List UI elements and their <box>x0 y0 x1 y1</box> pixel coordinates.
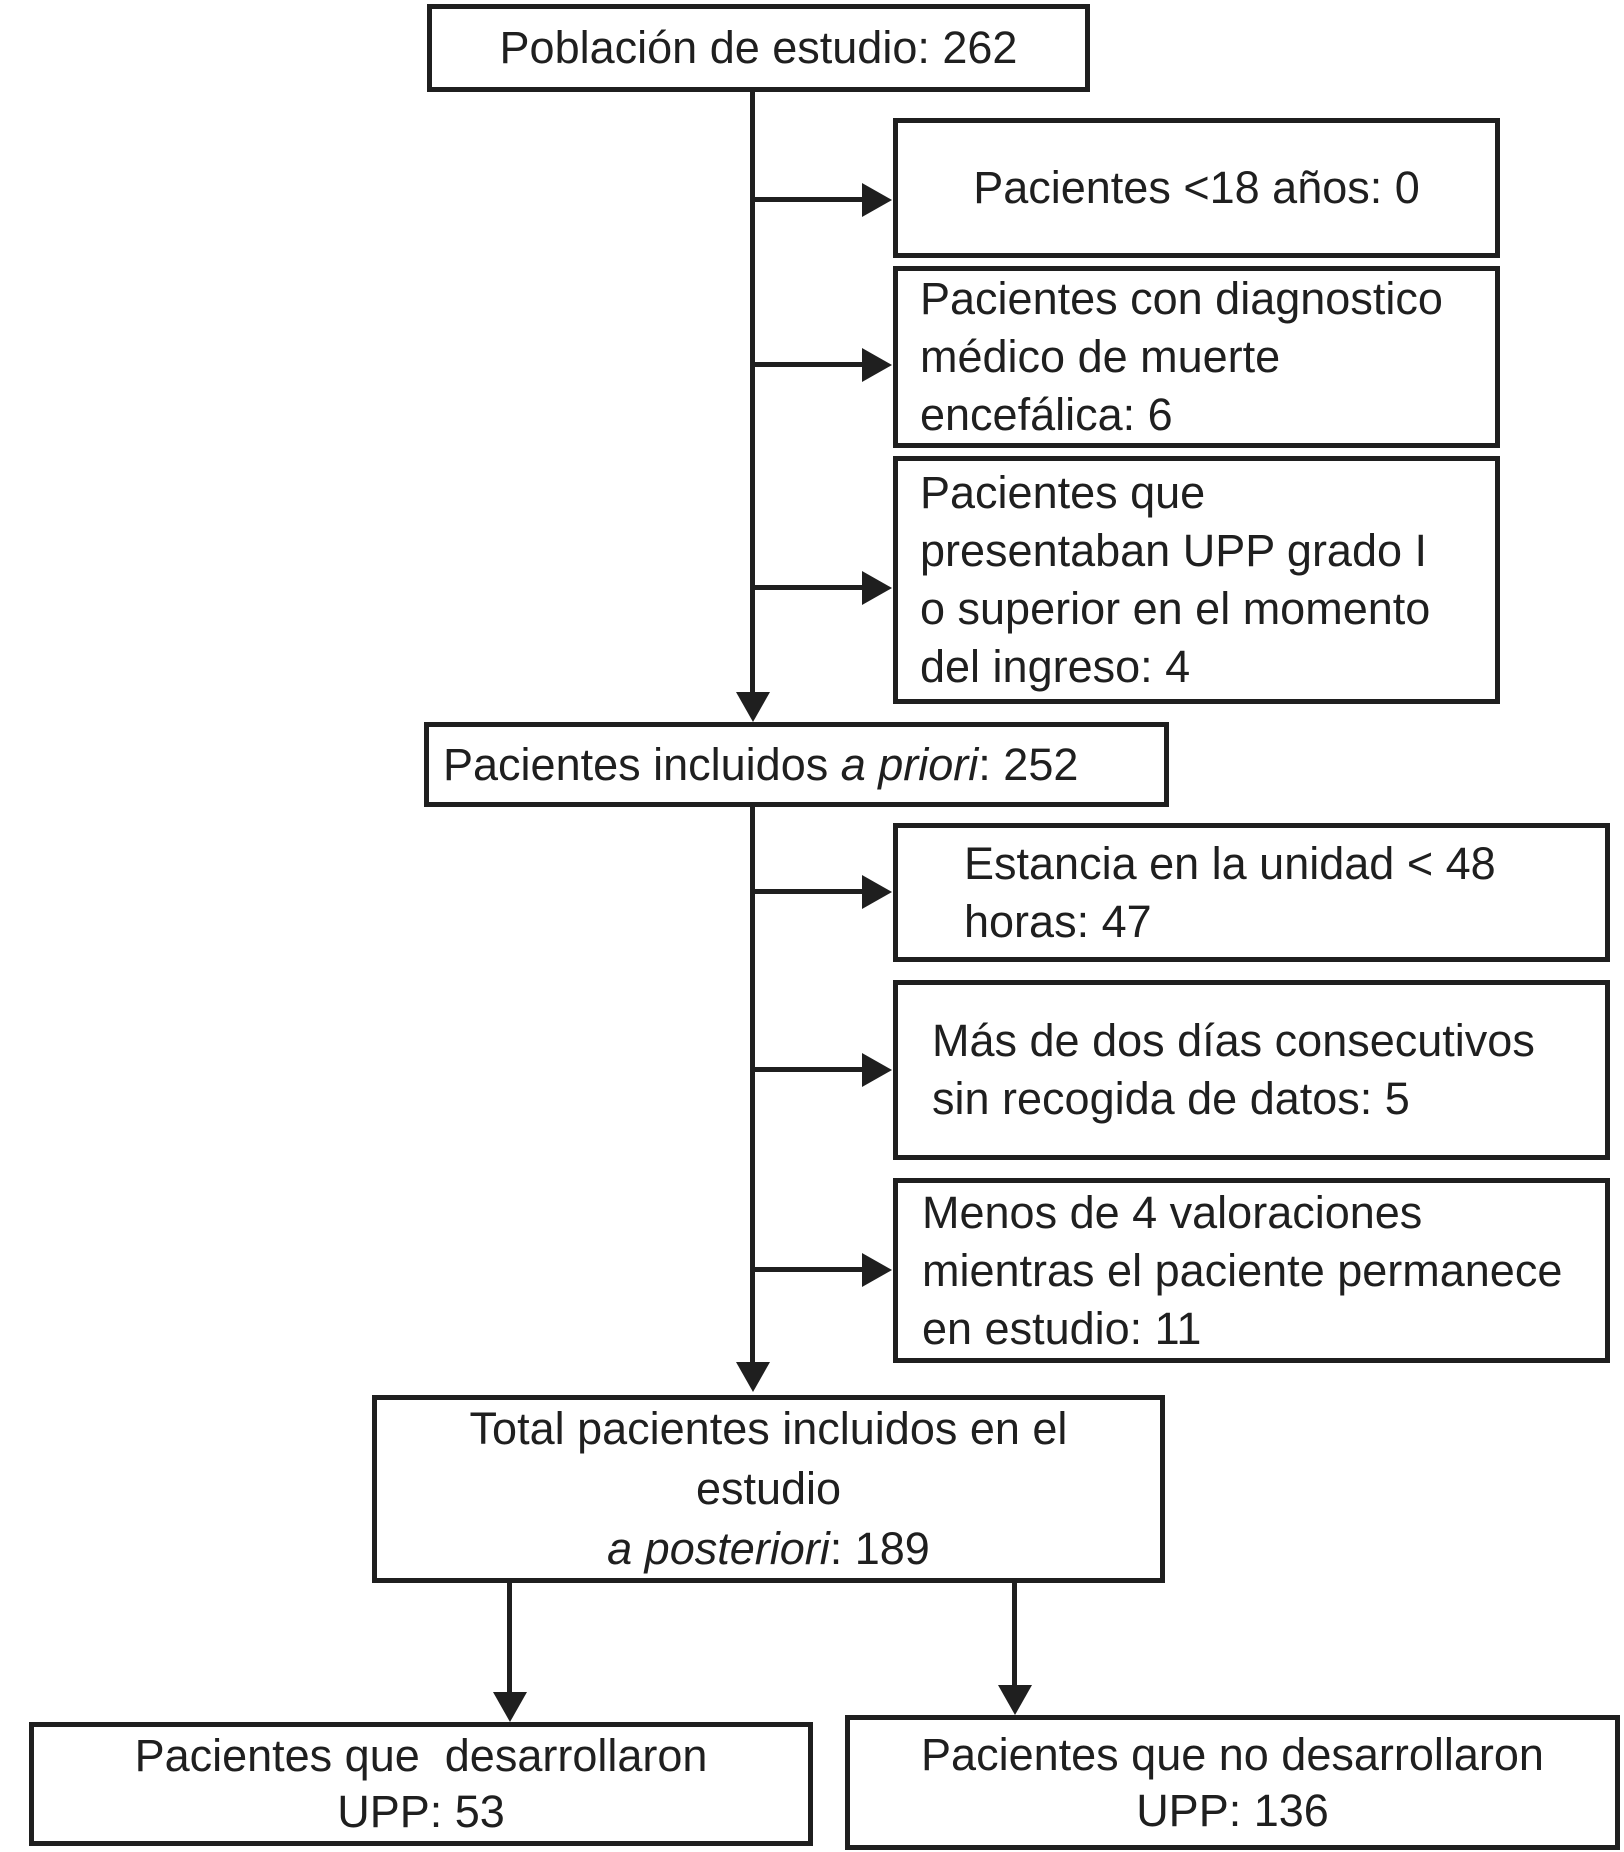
flow-box-poblacion: Población de estudio: 262 <box>427 4 1090 92</box>
branch-arrow-muerte-line <box>750 362 862 367</box>
flow-box-con-upp: Pacientes que desarrollaron UPP: 53 <box>29 1722 813 1846</box>
trunk2-arrowhead-icon <box>736 1362 770 1392</box>
flow-box-upp-ingreso: Pacientes que presentaban UPP grado I o … <box>893 456 1500 704</box>
branch-arrow-menores18-head-icon <box>862 183 892 217</box>
flow-box-poblacion-text: Población de estudio: 262 <box>499 22 1018 73</box>
branch-arrow-sin-recogida-head-icon <box>862 1053 892 1087</box>
arrow-sin-upp-head-icon <box>998 1685 1032 1715</box>
arrow-con-upp-head-icon <box>493 1692 527 1722</box>
flow-box-sin-recogida: Más de dos días consecutivos sin recogid… <box>893 980 1610 1160</box>
branch-arrow-upp-ingreso-head-icon <box>862 571 892 605</box>
flow-box-menores18: Pacientes <18 años: 0 <box>893 118 1500 258</box>
flow-box-total-incluidos: Total pacientes incluidos en el estudio … <box>372 1395 1165 1583</box>
flow-box-sin-upp: Pacientes que no desarrollaron UPP: 136 <box>845 1715 1620 1850</box>
branch-arrow-valoraciones-line <box>750 1267 862 1272</box>
branch-arrow-sin-recogida-line <box>750 1067 862 1072</box>
flow-box-estancia-corta: Estancia en la unidad < 48 horas: 47 <box>893 823 1610 962</box>
arrow-con-upp-line <box>507 1583 512 1692</box>
branch-arrow-menores18-line <box>750 197 862 202</box>
flow-box-menores18-text: Pacientes <18 años: 0 <box>973 162 1420 213</box>
flow-box-incluidos-apriori: Pacientes incluidos a priori: 252 <box>424 722 1169 807</box>
flow-box-total-incluidos-aposteriori: a posteriori: 189 <box>607 1523 930 1574</box>
flow-box-incluidos-apriori-text: Pacientes incluidos a priori: 252 <box>443 738 1079 790</box>
branch-arrow-estancia-line <box>750 889 862 894</box>
branch-arrow-valoraciones-head-icon <box>862 1253 892 1287</box>
branch-arrow-estancia-head-icon <box>862 875 892 909</box>
trunk1-line <box>750 92 755 692</box>
trunk1-arrowhead-icon <box>736 692 770 722</box>
flow-box-pocas-valoraciones: Menos de 4 valoraciones mientras el paci… <box>893 1178 1610 1363</box>
branch-arrow-muerte-head-icon <box>862 348 892 382</box>
trunk2-line <box>750 807 755 1362</box>
branch-arrow-upp-ingreso-line <box>750 585 862 590</box>
arrow-sin-upp-line <box>1012 1583 1017 1685</box>
flow-box-muerte-encefalica: Pacientes con diagnostico médico de muer… <box>893 266 1500 448</box>
